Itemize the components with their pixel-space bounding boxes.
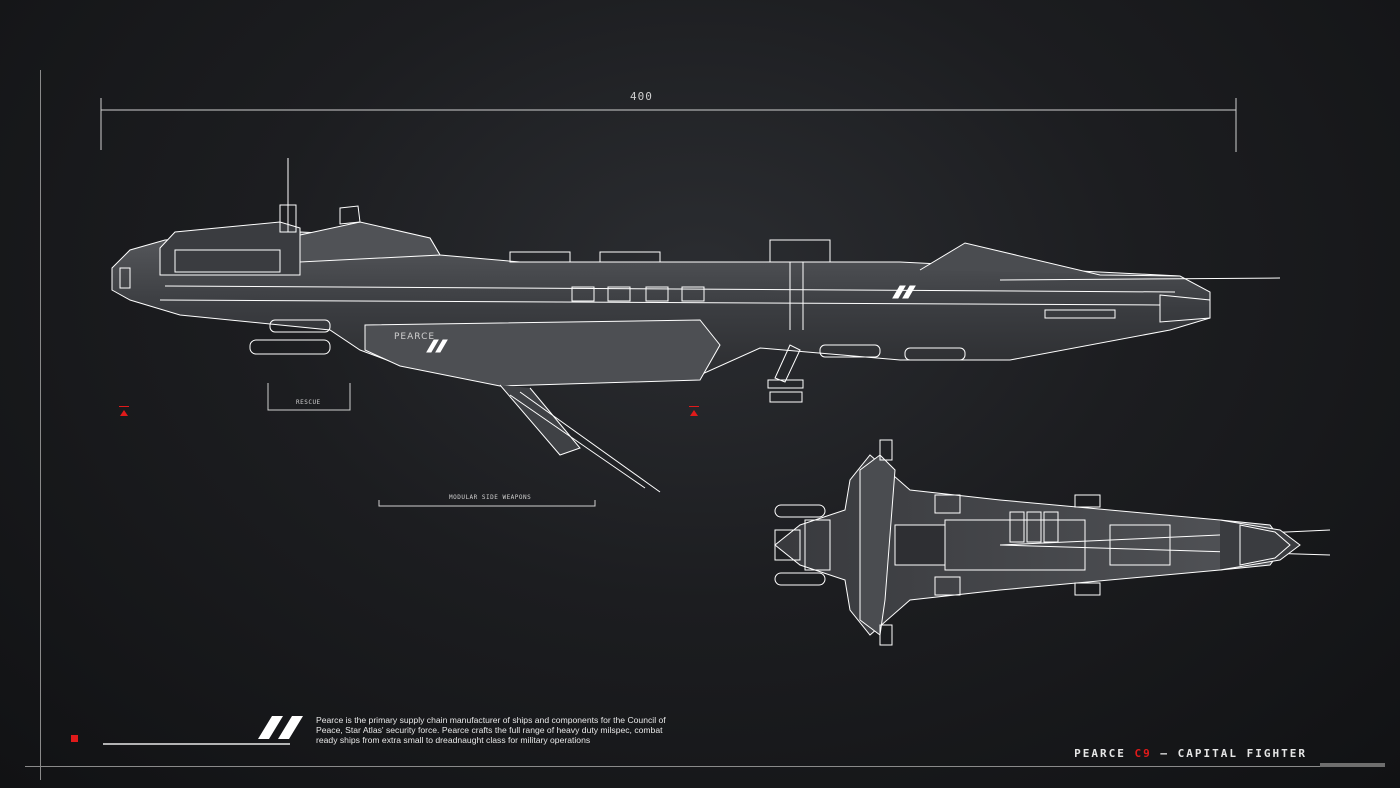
ship-top-view bbox=[774, 439, 1331, 646]
description-text: Pearce is the primary supply chain manuf… bbox=[316, 715, 666, 745]
title-brand: PEARCE bbox=[1074, 747, 1126, 760]
callout-rescue: RESCUE bbox=[296, 399, 321, 406]
hull-brand-text: PEARCE bbox=[394, 332, 436, 342]
frame-bottom-bar bbox=[1320, 763, 1385, 767]
frame-bottom-line bbox=[25, 766, 1345, 767]
callout-modular-side-weapons: MODULAR SIDE WEAPONS bbox=[449, 494, 532, 501]
title-separator: – bbox=[1160, 747, 1170, 760]
frame-left-line bbox=[40, 70, 41, 780]
ship-side-view bbox=[111, 158, 1281, 493]
red-marker-left bbox=[119, 406, 129, 416]
red-square-icon bbox=[71, 735, 78, 742]
red-marker-center bbox=[689, 406, 699, 416]
brand-slash-logo bbox=[258, 716, 303, 739]
dimension-label: 400 bbox=[630, 90, 653, 103]
title-class: CAPITAL FIGHTER bbox=[1177, 747, 1307, 760]
callout-brackets bbox=[267, 383, 596, 507]
title-model: C9 bbox=[1134, 747, 1152, 760]
dimension-line bbox=[100, 98, 1237, 152]
ship-title: PEARCE C9 – CAPITAL FIGHTER bbox=[1074, 747, 1307, 760]
